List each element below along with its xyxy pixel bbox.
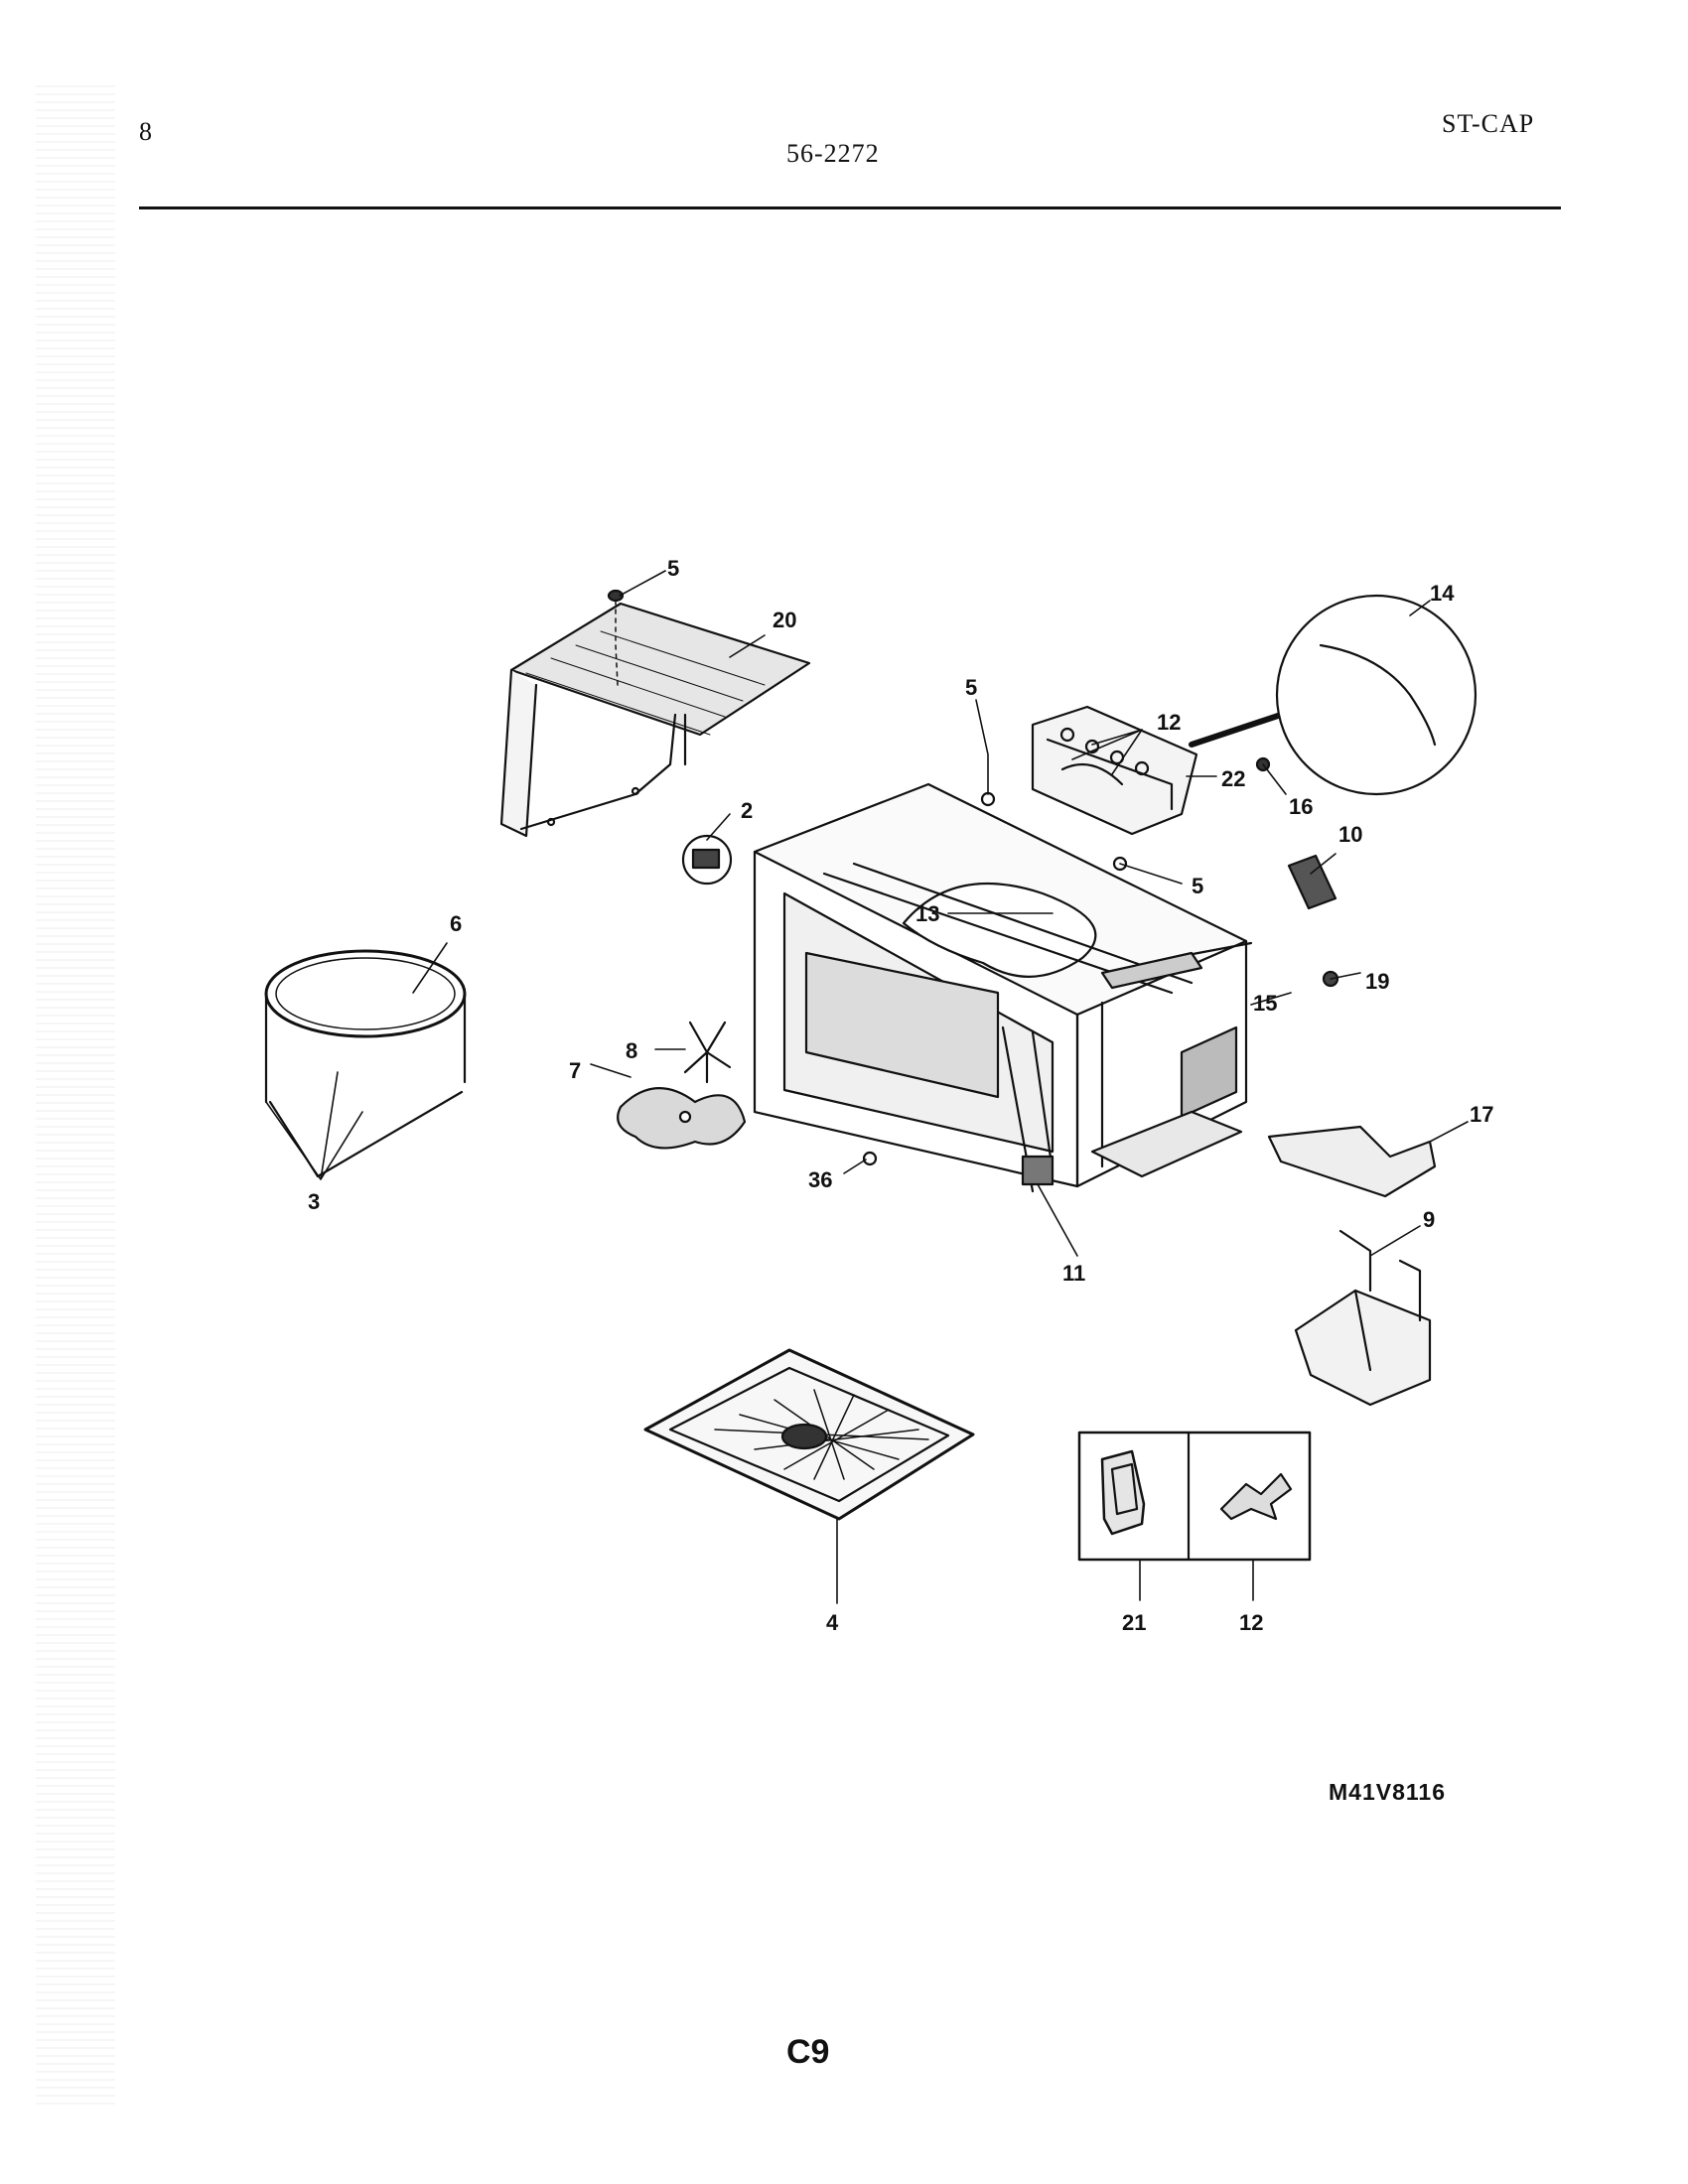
callout-6: 6 [450,911,462,936]
callout-10: 10 [1338,822,1362,847]
document-number: 56-2272 [786,139,880,168]
scan-edge-noise [36,79,115,2105]
callout-3: 3 [308,1189,320,1214]
callout-22: 22 [1221,766,1245,791]
part-9-vent-bracket [1294,1229,1432,1407]
part-36-screw [862,1151,878,1166]
model-code: M41V8116 [1329,1779,1446,1805]
callout-5-b: 5 [965,675,977,700]
series-code: ST-CAP [1442,109,1535,138]
part-2-clip [681,834,733,886]
callout-9: 9 [1423,1207,1435,1232]
part-4-tray [643,1348,975,1521]
inset-box [1077,1431,1312,1562]
header-rule [139,206,1561,209]
callout-19: 19 [1365,969,1389,994]
callout-2: 2 [741,798,753,823]
callout-20: 20 [773,608,796,632]
page-code: C9 [786,2033,830,2071]
callout-36: 36 [808,1167,832,1192]
callout-11: 11 [1062,1261,1085,1286]
part-20-top-cover [499,602,811,838]
part-17-trim [1267,1125,1437,1198]
page-number: 8 [139,117,153,146]
callout-8: 8 [626,1038,637,1063]
main-cavity-chassis [753,782,1253,1193]
part-11-switch [1021,1155,1055,1186]
callout-17: 17 [1470,1102,1493,1127]
part-14-wire-detail [1275,594,1477,796]
part-6-turntable-ring [264,949,467,1178]
part-5-screw-a [607,589,625,686]
callout-15: 15 [1253,991,1277,1016]
callout-14: 14 [1430,581,1455,606]
callout-13: 13 [915,901,939,926]
callout-5-a: 5 [667,556,679,581]
leader-lines [265,570,1469,1604]
callout-16: 16 [1289,794,1313,819]
callout-5-c: 5 [1192,874,1203,898]
callout-4: 4 [826,1610,839,1635]
callout-21: 21 [1122,1610,1146,1635]
callout-labels: 5 20 2 5 14 12 22 16 13 5 10 6 8 15 19 7… [308,556,1493,1635]
wire-harness-leader [1189,712,1284,748]
part-5-screw-c [1112,856,1128,872]
part-7-fan-blade [617,1087,747,1150]
part-8-fan [683,1021,732,1084]
callout-12-a: 12 [1157,710,1181,735]
part-10-bracket [1287,854,1337,910]
callout-7: 7 [569,1058,581,1083]
callout-12-b: 12 [1239,1610,1263,1635]
